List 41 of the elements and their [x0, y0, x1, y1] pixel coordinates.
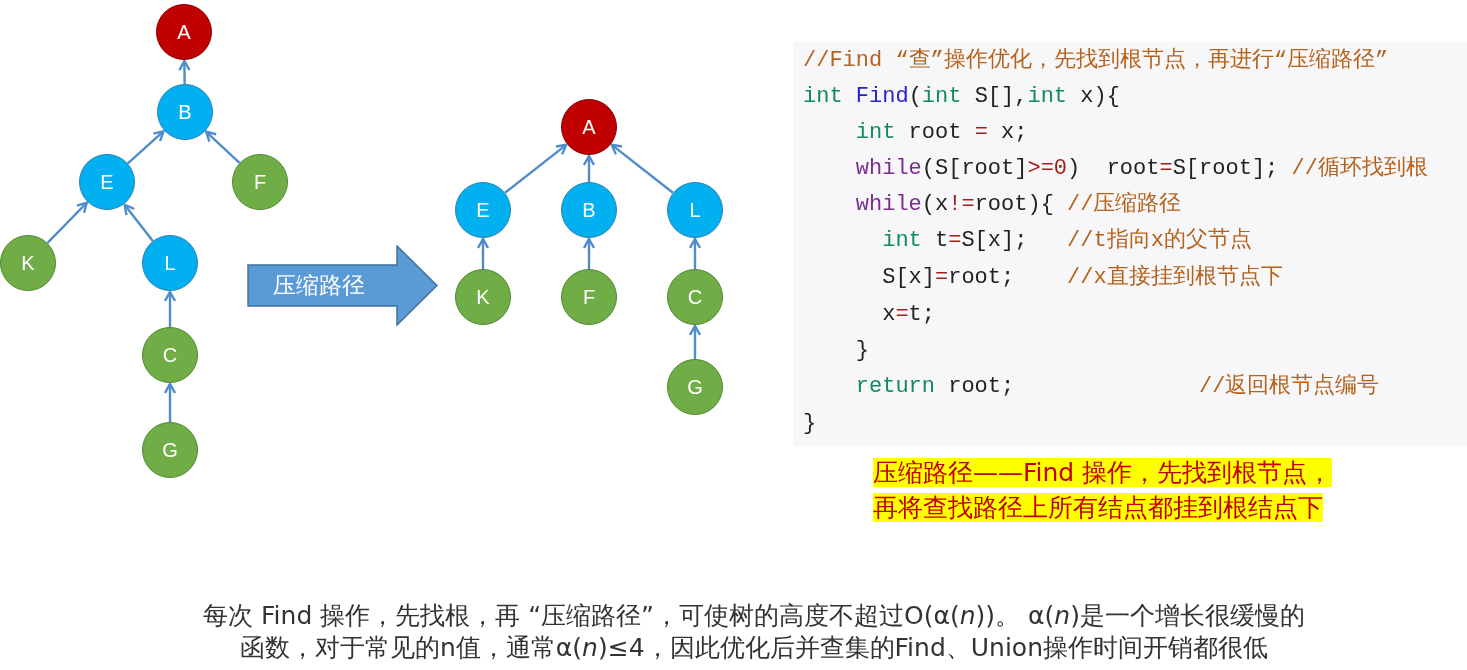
arrow — [688, 237, 702, 269]
arrow — [582, 154, 596, 182]
tree-node: A — [561, 99, 617, 155]
arrow — [205, 130, 241, 164]
footer-paragraph: 每次 Find 操作，先找根，再 “压缩路径”，可使树的高度不超过O(α(n))。 α(n)是一个增长很缓慢的函数，对于常见的n值，通常α(n)≤4，因此优化后并查集的Find、Union操作时间开销都很低 — [202, 600, 1306, 664]
code-line: int Find(int S[],int x){ — [803, 86, 1120, 108]
arrow — [163, 290, 177, 327]
arrow — [178, 59, 191, 84]
tree-node: B — [157, 84, 213, 140]
code-line: } — [855, 340, 869, 362]
arrow — [46, 201, 88, 244]
arrow — [582, 237, 596, 269]
tree-node: G — [667, 359, 723, 415]
tree-node: B — [561, 182, 617, 238]
tree-node: F — [561, 269, 617, 325]
code-line: int root = x; — [855, 122, 1028, 144]
tree-node: K — [455, 269, 511, 325]
arrow — [688, 324, 702, 359]
tree-node: F — [232, 154, 288, 210]
arrow-label: 压缩路径 — [273, 271, 365, 300]
tree-node: L — [142, 235, 198, 291]
block-arrow — [247, 245, 438, 326]
tree-node: L — [667, 182, 723, 238]
tree-node: G — [142, 422, 198, 478]
tree-node: E — [79, 154, 135, 210]
arrow — [127, 130, 165, 165]
tree-node: E — [455, 182, 511, 238]
tree-node: K — [0, 235, 56, 291]
arrow — [610, 143, 674, 194]
tree-node: C — [142, 327, 198, 383]
arrow — [476, 237, 490, 269]
code-line: x=t; — [882, 304, 935, 326]
code-line: } — [803, 413, 817, 435]
highlighted-note: 压缩路径——Find 操作，先找到根节点，再将查找路径上所有结点都挂到根结点下 — [873, 457, 1334, 524]
tree-node: C — [667, 269, 723, 325]
arrow — [123, 203, 154, 242]
code-line: return root; — [855, 376, 1015, 398]
arrow — [504, 143, 568, 194]
code-line: while(S[root]>=0) root=S[root]; //循环找到根 — [855, 158, 1428, 180]
arrow — [163, 382, 177, 422]
tree-node: A — [156, 4, 212, 60]
